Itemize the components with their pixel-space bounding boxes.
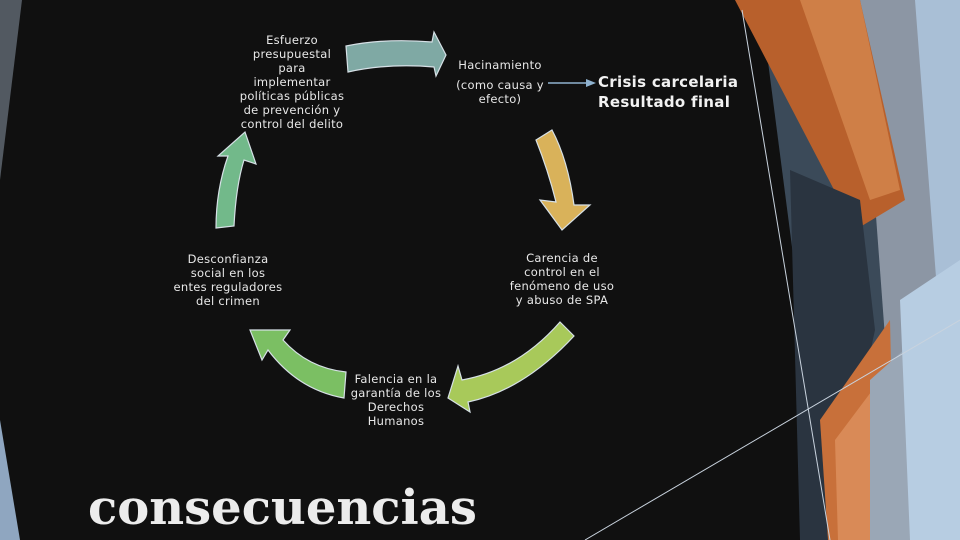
cycle-arrow-4 <box>249 329 347 399</box>
node-line: fenómeno de uso <box>509 279 615 293</box>
decor-blue-lower <box>900 260 960 540</box>
node-line: (como causa y <box>456 78 544 92</box>
node-line: políticas públicas <box>239 89 345 103</box>
node-line: garantía de los <box>350 386 442 400</box>
decor-dark-wedge <box>790 170 875 540</box>
decor-thin-line-2 <box>584 319 960 540</box>
node-carencia: Carencia de control en el fenómeno de us… <box>502 251 622 307</box>
result-subtitle: Resultado final <box>598 93 731 111</box>
node-falencia: Falencia en la garantía de los Derechos … <box>340 372 452 428</box>
node-line: Derechos <box>367 400 425 414</box>
connector-arrowhead <box>586 79 596 87</box>
result-box: Crisis carcelaria Resultado final <box>598 72 738 112</box>
cycle-arrow-1 <box>345 30 447 78</box>
node-line: entes reguladores <box>173 280 283 294</box>
node-hacinamiento: Hacinamiento (como causa y efecto) <box>450 58 550 106</box>
node-line: efecto) <box>478 92 522 106</box>
node-line: implementar <box>253 75 331 89</box>
node-line: del crimen <box>195 294 261 308</box>
node-esfuerzo: Esfuerzo presupuestal para implementar p… <box>232 33 352 131</box>
node-line: y abuso de SPA <box>515 293 609 307</box>
node-line: social en los <box>190 266 266 280</box>
cycle-arrow-2 <box>535 129 592 231</box>
decor-left-gray <box>0 0 22 180</box>
node-line: Falencia en la <box>354 372 438 386</box>
node-line: presupuestal <box>252 47 332 61</box>
decor-orange-top-light <box>800 0 900 200</box>
node-line: Esfuerzo <box>266 33 318 47</box>
node-line: de prevención y <box>243 103 341 117</box>
node-line: Desconfianza <box>187 252 269 266</box>
node-line: Hacinamiento <box>458 58 542 72</box>
node-line: Humanos <box>367 414 425 428</box>
result-title: Crisis carcelaria <box>598 73 739 91</box>
decor-left-blue <box>0 420 20 540</box>
decor-orange-bottom-light <box>835 380 880 540</box>
cycle-arrow-5 <box>215 130 257 229</box>
node-line: control del delito <box>240 117 344 131</box>
node-desconfianza: Desconfianza social en los entes regulad… <box>166 252 290 308</box>
node-line: control en el <box>524 265 600 279</box>
cycle-arrow-3 <box>447 321 575 414</box>
node-line: para <box>278 61 306 75</box>
footer-title: consecuencias <box>88 480 477 536</box>
decor-thin-line-1 <box>741 9 831 540</box>
node-line: Carencia de <box>526 251 598 265</box>
